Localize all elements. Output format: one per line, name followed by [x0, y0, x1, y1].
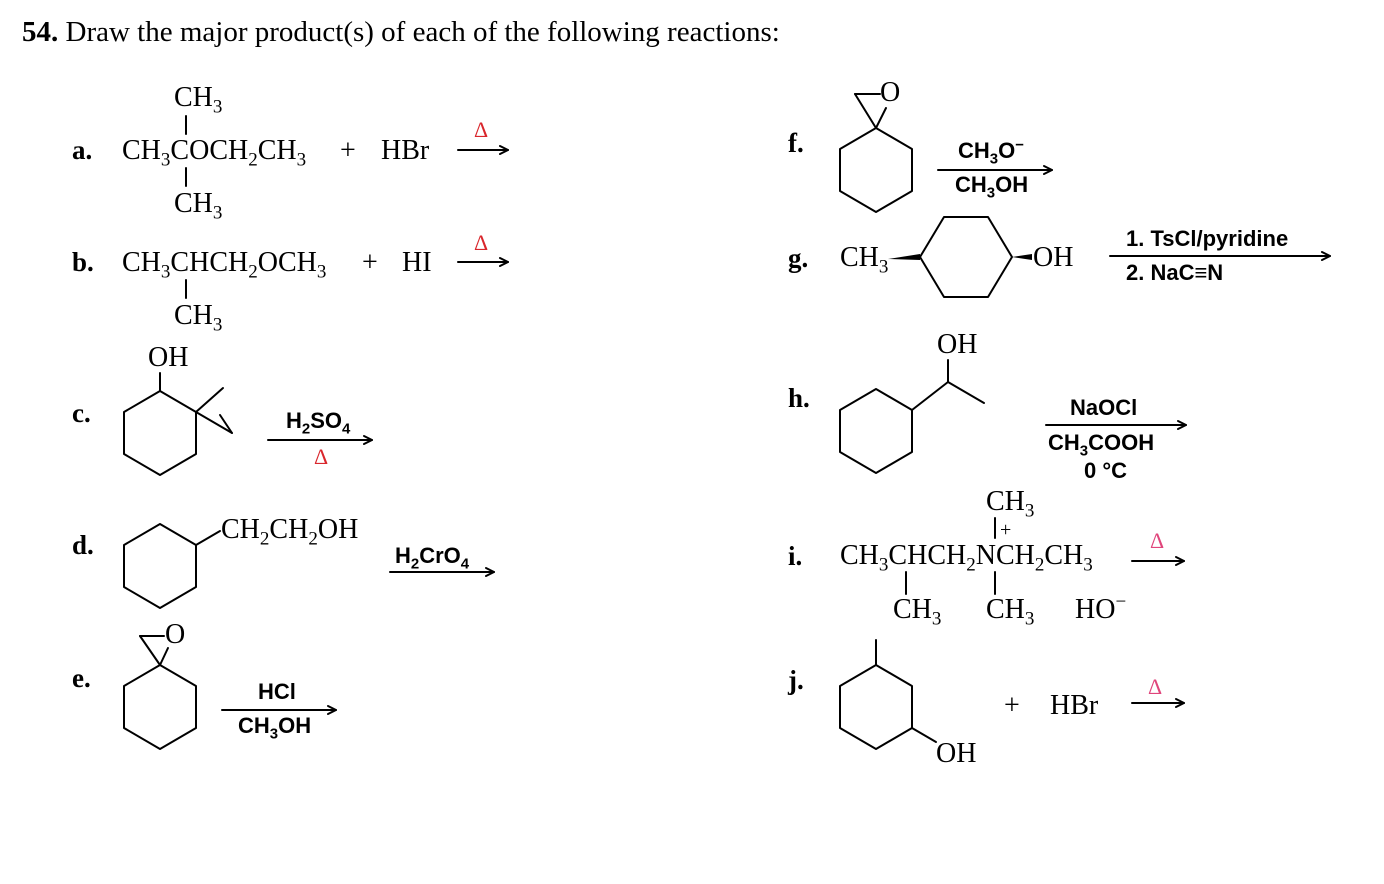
c-cc-up: [219, 414, 233, 434]
label-f: f.: [788, 128, 804, 158]
label-a: a.: [72, 135, 93, 165]
f-epoxide-oxygen: O: [880, 77, 901, 108]
label-c: c.: [72, 398, 91, 428]
g-methyl: CH3: [840, 242, 889, 278]
d-cyclohexane-ring: [123, 523, 197, 609]
e-epoxide-left: [139, 635, 161, 666]
i-bottom-methyl-2: CH3: [986, 594, 1035, 630]
label-b: b.: [72, 247, 94, 277]
e-reagent-top: HCl: [258, 679, 296, 704]
h-reagent-1: NaOCl: [1070, 395, 1138, 420]
b-formula: CH3CHCH2OCH3: [122, 247, 327, 283]
d-chain-bond: [195, 530, 221, 546]
j-plus: +: [1004, 690, 1020, 721]
e-cyclohexane-ring: [123, 664, 197, 750]
h-hydroxyl: OH: [937, 329, 978, 360]
a-reagent: HBr: [381, 135, 430, 166]
e-epoxide-oxygen: O: [165, 619, 186, 650]
a-plus: +: [340, 135, 356, 166]
b-reagent: HI: [402, 247, 432, 278]
a-bottom-methyl: CH3: [174, 188, 223, 224]
b-plus: +: [362, 247, 378, 278]
c-reagent: H2SO4: [286, 408, 351, 438]
c-cyclohexane-ring: [123, 390, 197, 476]
f-reagent-top: CH3O−: [958, 136, 1024, 168]
label-e: e.: [72, 663, 91, 693]
d-side-chain: CH2CH2OH: [221, 514, 359, 550]
i-charge: +: [1000, 519, 1012, 541]
c-hydroxyl: OH: [148, 342, 189, 373]
g-wedge-left: [888, 254, 920, 260]
c-methyl-1: [195, 387, 224, 413]
h-cyclohexane-ring: [839, 388, 913, 474]
reaction-arrows: [221, 145, 1331, 715]
i-formula: CH3CHCH2NCH2CH3: [840, 540, 1093, 576]
d-reagent: H2CrO4: [395, 543, 470, 573]
h-reagent-3: 0 °C: [1084, 458, 1128, 483]
question-heading: 54. Draw the major product(s) of each of…: [22, 18, 780, 47]
f-reagent-bottom: CH3OH: [955, 172, 1029, 202]
question-instruction: Draw the major product(s) of each of the…: [65, 16, 780, 48]
i-hydroxide: HO−: [1075, 591, 1127, 625]
h-reagent-2: CH3COOH: [1048, 430, 1155, 460]
c-tertiary-bond: [195, 411, 233, 434]
g-cyclohexane-ring: [919, 216, 1013, 298]
label-h: h.: [788, 383, 810, 413]
i-top-methyl: CH3: [986, 486, 1035, 522]
j-reagent: HBr: [1050, 690, 1099, 721]
label-g: g.: [788, 243, 809, 273]
f-epoxide-left: [854, 93, 877, 129]
i-bottom-methyl-1: CH3: [893, 594, 942, 630]
j-heat-symbol: Δ: [1148, 674, 1163, 699]
g-reagent-1: 1. TsCl/pyridine: [1126, 226, 1289, 251]
a-formula: CH3COCH2CH3: [122, 135, 307, 171]
j-cyclohexane-ring: [839, 664, 913, 750]
h-chain-bond-2: [947, 381, 985, 404]
b-bottom-methyl: CH3: [174, 300, 223, 336]
h-chain-bond-1: [911, 381, 949, 411]
label-j: j.: [788, 665, 804, 695]
label-i: i.: [788, 541, 803, 571]
f-epoxide-right: [875, 107, 887, 129]
a-heat-symbol: Δ: [474, 117, 489, 142]
g-reagent-2: 2. NaC≡N: [1126, 260, 1224, 285]
j-oh-bond: [911, 727, 937, 743]
label-d: d.: [72, 530, 94, 560]
f-cyclohexane-ring: [839, 127, 913, 213]
g-wedge-right: [1012, 254, 1032, 260]
question-number: 54.: [22, 16, 59, 48]
b-heat-symbol: Δ: [474, 230, 489, 255]
c-heat-symbol: Δ: [314, 444, 329, 469]
g-hydroxyl: OH: [1033, 242, 1074, 273]
e-epoxide-right: [159, 647, 169, 666]
i-heat-symbol: Δ: [1150, 528, 1165, 553]
e-reagent-bottom: CH3OH: [238, 713, 312, 743]
a-top-methyl: CH3: [174, 82, 223, 118]
j-hydroxyl: OH: [936, 738, 977, 769]
